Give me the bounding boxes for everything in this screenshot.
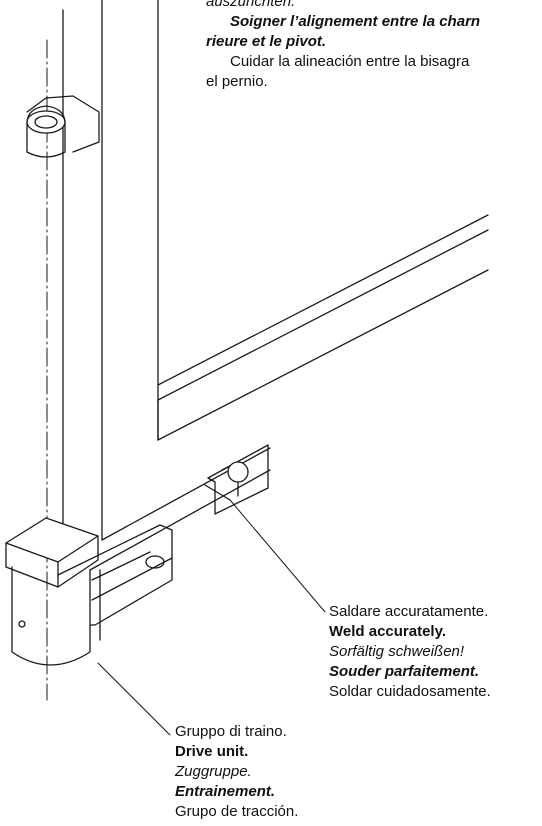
drive-leader-line (97, 662, 171, 736)
drive-note-de: Zuggruppe. (175, 763, 252, 780)
alignment-note-fr-2: rieure et le pivot. (206, 33, 327, 50)
weld-note-it: Saldare accuratamente. (329, 603, 489, 620)
weld-leader-line (229, 499, 326, 613)
drive-note-en: Drive unit. (175, 743, 249, 760)
weld-note-en: Weld accurately. (329, 623, 446, 640)
alignment-note: auszurichten. Soigner l’alignement entre… (206, 0, 480, 92)
alignment-note-de: auszurichten. (206, 0, 296, 10)
upper-hinge (26, 95, 100, 158)
gate-frame (89, 214, 489, 571)
gate-post (62, 0, 159, 541)
weld-bracket (204, 444, 269, 515)
drive-note-es: Grupo de tracción. (175, 803, 299, 820)
drive-note-it: Gruppo di traino. (175, 723, 287, 740)
drive-note-fr: Entrainement. (175, 783, 276, 800)
alignment-note-es-1: Cuidar la alineación entre la bisagra (230, 53, 470, 70)
drive-unit (5, 517, 173, 666)
drive-unit-note: Gruppo di traino. Drive unit. Zuggruppe.… (175, 722, 298, 822)
alignment-note-es-2: el pernio. (206, 73, 268, 90)
weld-note-fr: Souder parfaitement. (329, 663, 480, 680)
weld-note: Saldare accuratamente. Weld accurately. … (329, 602, 491, 702)
alignment-note-fr-1: Soigner l’alignement entre la charn (230, 13, 481, 30)
weld-note-de: Sorfältig schweißen! (329, 643, 465, 660)
weld-note-es: Soldar cuidadosamente. (329, 683, 491, 700)
